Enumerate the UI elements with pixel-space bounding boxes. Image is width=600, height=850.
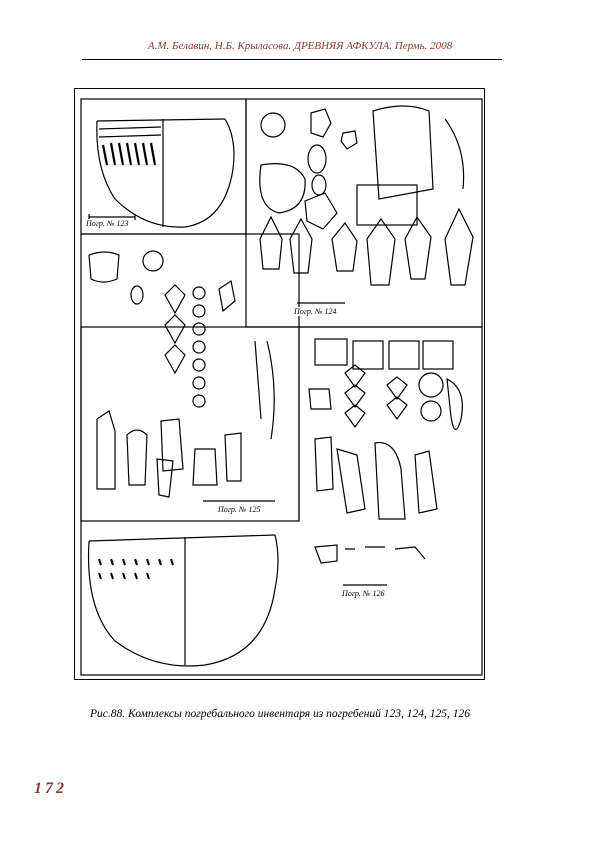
panel-125-frame [80,233,300,522]
panel-label-125: Погр. № 125 [217,505,262,514]
panel-label-124: Погр. № 124 [293,307,338,316]
header-rule [82,59,502,60]
page-number: 172 [34,780,67,797]
panel-124-artifacts [259,105,474,304]
panel-126-ornaments [308,338,463,586]
vessel-123-drawing [88,118,235,228]
running-header: А.М. Белавин, Н.Б. Крыласова. ДРЕВНЯЯ АФ… [147,40,453,52]
panel-125-artifacts [88,250,275,502]
figure-plate: Погр. № 123 Погр. № 124 Погр. № 125 Погр… [74,88,485,680]
artifact-drawings [80,98,483,676]
figure-caption: Рис.88. Комплексы погребального инвентар… [90,708,471,720]
panel-126-frame [80,326,483,676]
vessel-126-drawing [87,534,279,667]
panel-label-126: Погр. № 126 [341,589,386,598]
panel-label-123: Погр. № 123 [85,219,130,228]
